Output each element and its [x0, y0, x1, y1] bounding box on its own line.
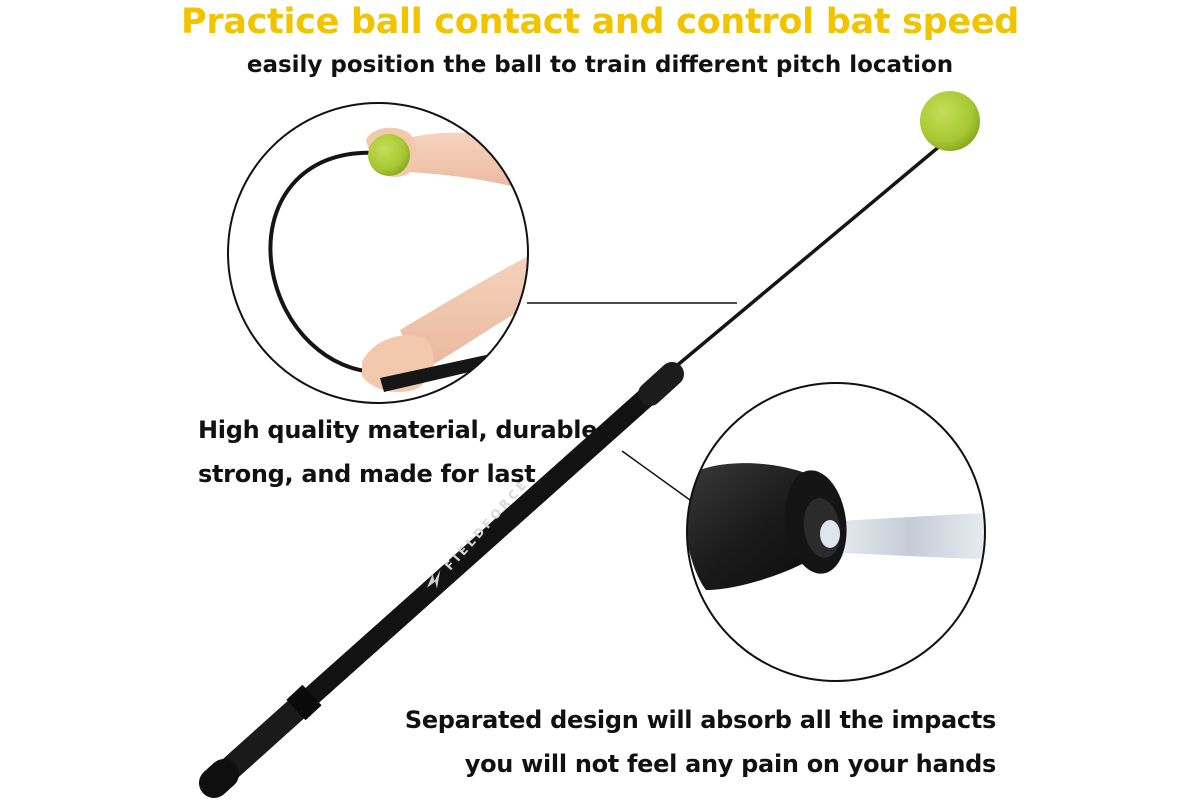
material-callout-line: strong, and made for last — [198, 460, 536, 488]
trainer-whip — [666, 138, 949, 375]
trainer-grip — [213, 688, 319, 785]
trainer-knob — [199, 759, 239, 798]
design-callout: Separated design will absorb all the imp… — [405, 698, 996, 786]
grip-detail-circle — [686, 382, 986, 682]
brand-bolt-icon — [427, 570, 441, 589]
leader-line-bottom — [621, 450, 691, 501]
trainer-ball — [920, 91, 980, 151]
material-callout-line: High quality material, durable, — [198, 416, 607, 444]
material-callout: High quality material, durable, strong, … — [198, 408, 606, 496]
flex-detail-circle — [227, 102, 529, 404]
headline: Practice ball contact and control bat sp… — [180, 2, 1020, 42]
trainer-collar — [638, 362, 684, 406]
design-callout-line: Separated design will absorb all the imp… — [404, 706, 996, 734]
subheadline: easily position the ball to train differ… — [246, 52, 954, 78]
trainer-handle — [300, 370, 675, 708]
design-callout-line: you will not feel any pain on your hands — [464, 750, 997, 778]
